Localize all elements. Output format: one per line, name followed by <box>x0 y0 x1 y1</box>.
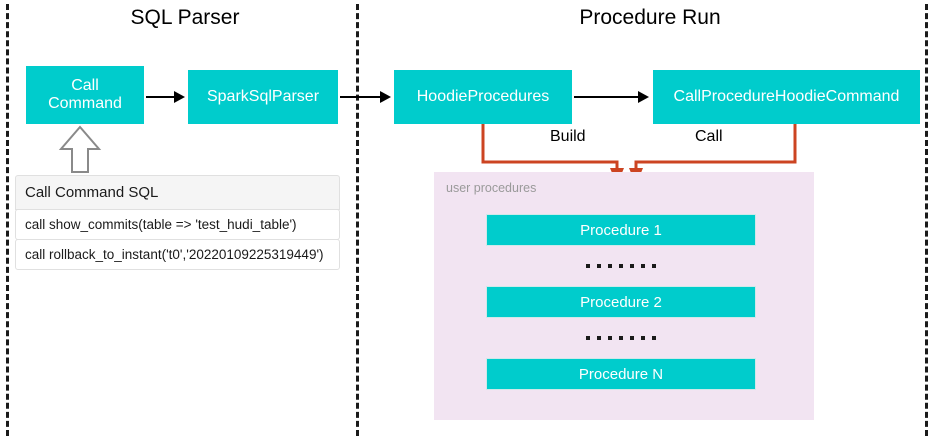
connector-label-call: Call <box>690 128 728 146</box>
divider-left <box>6 4 9 436</box>
node-call-command-line1: Call <box>71 76 99 94</box>
procedure-box[interactable]: Procedure N <box>486 358 756 390</box>
connector-label-build: Build <box>545 128 591 146</box>
sql-table-row: call show_commits(table => 'test_hudi_ta… <box>15 209 340 240</box>
arrow-call-command-to-parser-line <box>146 96 176 98</box>
divider-middle <box>356 4 359 436</box>
node-spark-sql-parser[interactable]: SparkSqlParser <box>188 70 338 124</box>
node-call-command-label: Call Command <box>48 77 122 114</box>
procedure-box[interactable]: Procedure 1 <box>486 214 756 246</box>
procedure-box[interactable]: Procedure 2 <box>486 286 756 318</box>
node-hoodie-procedures[interactable]: HoodieProcedures <box>394 70 572 124</box>
up-arrow-icon <box>58 125 102 173</box>
arrow-hoodie-to-callprocedure-head <box>638 91 649 103</box>
arrow-call-command-to-parser-head <box>174 91 185 103</box>
procedure-ellipsis <box>486 318 756 358</box>
section-title-procedure-run: Procedure Run <box>579 6 721 29</box>
node-call-procedure-hoodie-command[interactable]: CallProcedureHoodieCommand <box>653 70 920 124</box>
divider-right <box>925 4 928 436</box>
user-procedures-label: user procedures <box>446 181 537 195</box>
sql-table-row: call rollback_to_instant('t0','202201092… <box>15 239 340 270</box>
sql-table-header: Call Command SQL <box>15 175 340 210</box>
sql-command-table: Call Command SQL call show_commits(table… <box>15 175 340 270</box>
node-call-command[interactable]: Call Command <box>26 66 144 124</box>
arrow-parser-to-hoodie-head <box>380 91 391 103</box>
node-call-command-line2: Command <box>48 95 122 112</box>
arrow-parser-to-hoodie-line <box>340 96 382 98</box>
procedure-ellipsis <box>486 246 756 286</box>
user-procedures-panel: user procedures Procedure 1 Procedure 2 … <box>434 172 814 420</box>
section-title-sql-parser: SQL Parser <box>130 6 240 29</box>
arrow-hoodie-to-callprocedure-line <box>574 96 640 98</box>
